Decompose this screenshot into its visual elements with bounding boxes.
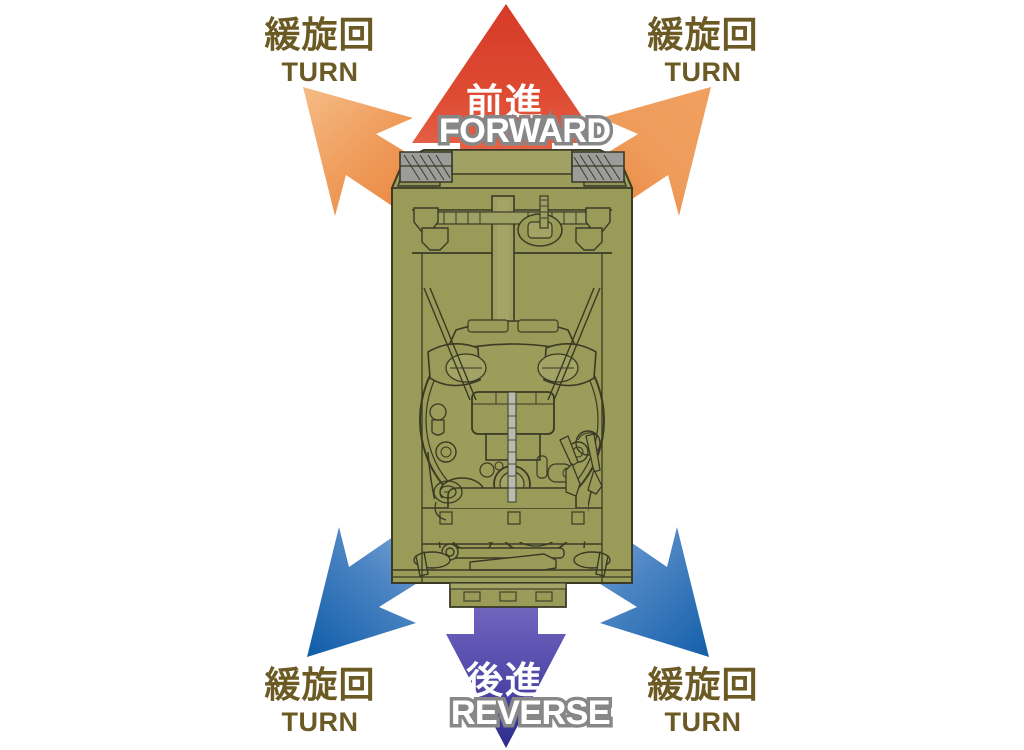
reverse-arrow bbox=[446, 578, 566, 748]
tank-illustration bbox=[390, 149, 634, 608]
label-turn-forward-right: 緩旋回 TURN bbox=[588, 18, 818, 86]
label-turn-reverse-right: 緩旋回 TURN bbox=[588, 668, 818, 736]
tank-centre-details bbox=[507, 391, 517, 503]
tank-left-rear-fittings bbox=[433, 480, 463, 521]
label-turn-forward-left-jp: 緩旋回 bbox=[264, 15, 376, 56]
tank-hull-bracing bbox=[423, 287, 601, 401]
label-forward-jp: 前進 bbox=[466, 81, 544, 124]
forward-arrow bbox=[412, 4, 600, 205]
label-reverse-en-fill: REVERSE bbox=[451, 694, 611, 732]
label-forward-en-stroke: FORWARD bbox=[436, 109, 615, 154]
tank-front-grilles bbox=[399, 151, 625, 183]
label-turn-forward-right-en: TURN bbox=[664, 57, 742, 87]
label-reverse-jp: 後進 bbox=[466, 659, 544, 702]
label-turn-forward-left: 緩旋回 TURN bbox=[205, 18, 435, 86]
label-turn-reverse-left-jp: 緩旋回 bbox=[264, 665, 376, 706]
label-forward-en: FORWARD FORWARD bbox=[436, 109, 615, 154]
label-turn-forward-left-en: TURN bbox=[281, 57, 359, 87]
label-turn-forward-right-jp: 緩旋回 bbox=[647, 15, 759, 56]
label-turn-reverse-left-en: TURN bbox=[281, 707, 359, 737]
label-reverse-en: REVERSE REVERSE bbox=[448, 691, 615, 736]
label-turn-reverse-right-en: TURN bbox=[664, 707, 742, 737]
label-turn-reverse-right-jp: 緩旋回 bbox=[647, 665, 759, 706]
tank-rear-box bbox=[449, 582, 567, 608]
label-reverse-en-stroke: REVERSE bbox=[448, 691, 615, 736]
tank-rear-tools bbox=[429, 403, 603, 497]
label-forward-en-fill: FORWARD bbox=[439, 112, 611, 150]
label-turn-reverse-left: 緩旋回 TURN bbox=[205, 668, 435, 736]
tank-deck-strip bbox=[419, 211, 593, 225]
